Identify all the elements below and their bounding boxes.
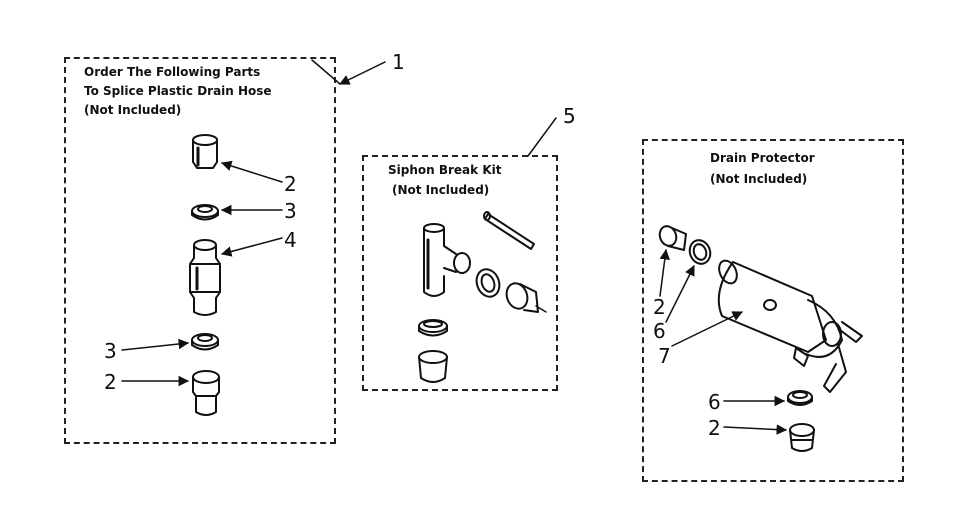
leader-splice-coupler <box>220 237 283 257</box>
drain-protector-panel <box>642 139 904 482</box>
callout-drain-bottom-ring: 6 <box>708 390 721 414</box>
splice-top-connector <box>192 134 218 169</box>
siphon-break-kit-panel <box>362 155 558 391</box>
callout-splice-bottom-ring: 3 <box>104 339 117 363</box>
splice-bottom-connector <box>192 370 220 416</box>
leader-drain-bottom-connector <box>723 424 788 435</box>
callout-drain-bottom-connector: 2 <box>708 416 721 440</box>
splice-ref-number: 1 <box>392 50 405 74</box>
callout-drain-left-connector: 2 <box>653 295 666 319</box>
splice-ref-leader <box>311 59 341 85</box>
drain-left-ring <box>688 239 712 265</box>
siphon-tee-fitting <box>423 223 471 297</box>
drain-bottom-connector <box>789 423 815 452</box>
siphon-title-line-1: Siphon Break Kit <box>388 163 502 177</box>
splice-bottom-ring <box>191 333 219 351</box>
leader-drain-left-ring <box>665 265 695 323</box>
drain-left-connector <box>658 225 687 251</box>
callout-splice-bottom-connector: 2 <box>104 370 117 394</box>
siphon-ref-number: 5 <box>563 104 576 128</box>
splice-title-line-1: Order The Following Parts <box>84 65 261 79</box>
siphon-straight-tube <box>483 211 535 250</box>
leader-drain-left-connector <box>659 248 670 297</box>
siphon-cup <box>418 350 448 383</box>
callout-splice-coupler: 4 <box>284 228 297 252</box>
splice-coupler <box>189 239 221 316</box>
drain-protector-body <box>717 259 863 393</box>
drain-bottom-ring <box>787 390 813 406</box>
callout-splice-top-connector: 2 <box>284 172 297 196</box>
splice-parts-panel <box>64 57 336 444</box>
siphon-ref-leader <box>527 117 557 157</box>
splice-title-line-2: To Splice Plastic Drain Hose <box>84 84 272 98</box>
drain-title-line-1: Drain Protector <box>710 151 815 165</box>
drain-title-line-2: (Not Included) <box>710 172 808 186</box>
siphon-washer <box>418 319 448 337</box>
leader-drain-body <box>671 311 743 347</box>
callout-drain-left-ring: 6 <box>653 319 666 343</box>
leader-splice-bottom-ring <box>121 338 190 351</box>
leader-splice-top-connector <box>220 160 283 183</box>
splice-title-line-3: (Not Included) <box>84 103 182 117</box>
callout-drain-body: 7 <box>658 344 671 368</box>
splice-top-ring <box>191 204 219 221</box>
siphon-title-line-2: (Not Included) <box>392 183 490 197</box>
callout-splice-top-ring: 3 <box>284 199 297 223</box>
siphon-adapter <box>505 282 547 313</box>
siphon-ring <box>475 268 501 298</box>
